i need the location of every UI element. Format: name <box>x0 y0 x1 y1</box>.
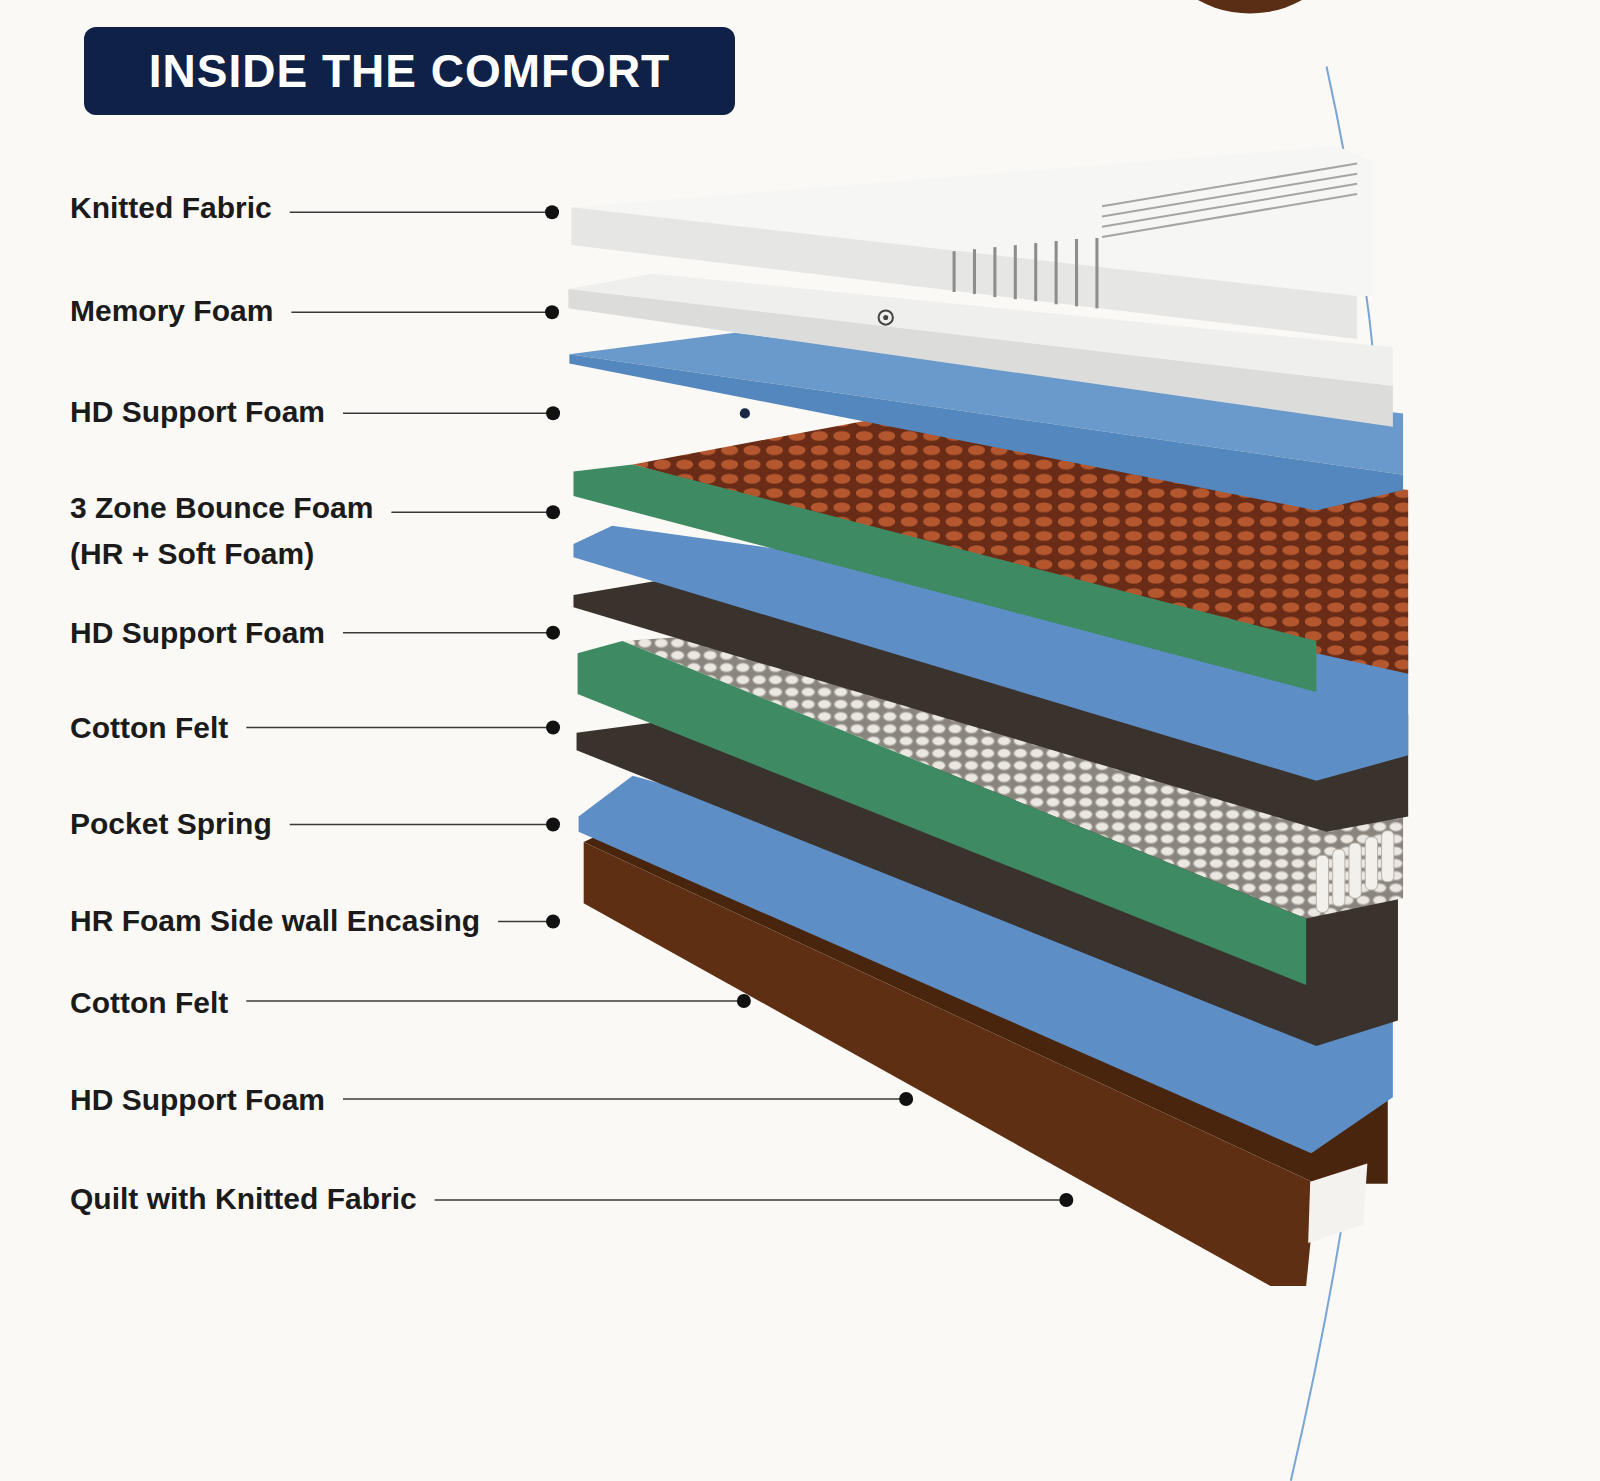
leader-line <box>246 727 553 729</box>
leader-line <box>246 1000 744 1002</box>
leader-dot <box>546 721 560 735</box>
illustration-part <box>1095 238 1098 308</box>
illustration-part <box>1365 837 1377 890</box>
illustration-part <box>1102 184 1357 227</box>
leader-dot <box>546 505 560 519</box>
leader-dot <box>546 406 560 420</box>
illustration-part <box>1102 163 1357 206</box>
leader-line <box>391 511 553 513</box>
leader-dot <box>546 626 560 640</box>
bounce-foam-frame <box>573 464 1316 692</box>
leader-dot <box>546 817 560 831</box>
leader-line <box>343 1098 906 1100</box>
leader-line <box>343 632 553 634</box>
part-label: HD Support Foam <box>70 1077 325 1123</box>
illustration-part <box>1349 843 1361 898</box>
part-label: HD Support Foam <box>70 610 325 656</box>
leader-line <box>498 921 553 923</box>
knitted-fabric-front <box>571 207 1357 339</box>
part-label: Knitted Fabric <box>70 185 272 231</box>
brand-tag <box>1308 1163 1367 1243</box>
leader-dot <box>546 914 560 928</box>
part-label: HR Foam Side wall Encasing <box>70 898 480 944</box>
marker-dot <box>883 315 888 320</box>
part-label: Cotton Felt <box>70 705 228 751</box>
leader-dot <box>899 1092 913 1106</box>
leader-dot <box>737 994 751 1008</box>
part-label: Memory Foam <box>70 288 273 334</box>
fabric-stripes <box>954 238 1097 308</box>
leader-dot <box>545 305 559 319</box>
illustration-part <box>973 249 976 294</box>
leader-line <box>435 1199 1067 1201</box>
illustration-part <box>953 251 956 292</box>
illustration-part <box>1034 243 1037 301</box>
leader-dot <box>1059 1193 1073 1207</box>
leader-line <box>290 824 553 826</box>
corner-circle <box>1158 0 1342 13</box>
fabric-stripes-top <box>1102 163 1357 236</box>
illustration-part <box>1055 241 1058 304</box>
part-label: Cotton Felt <box>70 980 228 1026</box>
leader-line <box>290 211 552 213</box>
marker-ring <box>879 310 893 324</box>
leader-line <box>291 311 552 313</box>
illustration-part <box>1075 239 1078 306</box>
part-label: 3 Zone Bounce Foam (HR + Soft Foam) <box>70 485 415 577</box>
leader-line <box>343 413 553 415</box>
spring-coils <box>1316 831 1394 913</box>
illustration-part <box>1014 245 1017 299</box>
title-badge: INSIDE THE COMFORT <box>84 27 735 115</box>
illustration-part <box>1316 855 1328 912</box>
title-text: INSIDE THE COMFORT <box>149 44 670 98</box>
part-label: Pocket Spring <box>70 801 272 847</box>
illustration-part <box>1333 849 1345 906</box>
marker-dot <box>740 408 750 418</box>
illustration-part <box>993 247 996 297</box>
part-label: Quilt with Knitted Fabric <box>70 1176 417 1222</box>
illustration-part <box>1382 831 1394 882</box>
illustration-part <box>1102 174 1357 217</box>
part-label: HD Support Foam <box>70 389 325 435</box>
leader-dot <box>545 205 559 219</box>
